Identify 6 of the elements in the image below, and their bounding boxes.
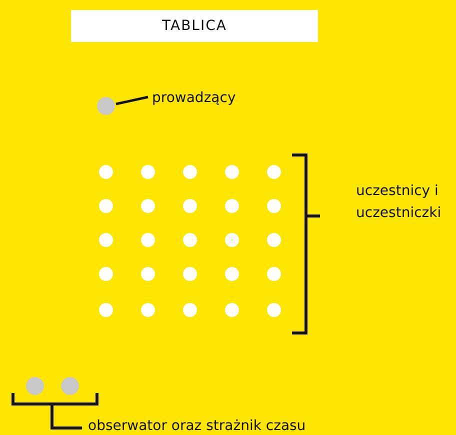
role-label: prowadzący (152, 88, 252, 108)
group-label: obserwator oraz strażnik czasu (88, 418, 307, 435)
leader-line (116, 96, 148, 106)
group-label: uczestnicy i uczestniczki (356, 182, 442, 223)
board-sign: TABLICA (71, 10, 318, 42)
person-marker (97, 97, 115, 115)
